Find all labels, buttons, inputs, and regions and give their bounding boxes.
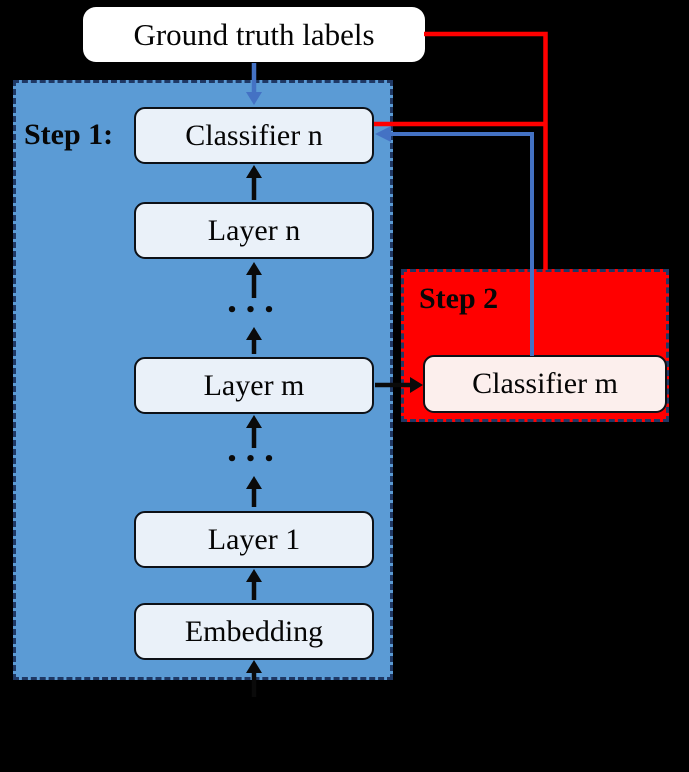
ellipsis-dots-lower: •••	[226, 449, 282, 470]
node-embedding: Embedding	[134, 603, 374, 660]
node-layer-m-label: Layer m	[203, 368, 305, 402]
node-classifier-n: Classifier n	[134, 107, 374, 164]
step1-label: Step 1:	[24, 118, 114, 151]
node-classifier-m: Classifier m	[423, 355, 667, 413]
node-layer-n-label: Layer n	[207, 213, 301, 247]
node-layer-m: Layer m	[134, 357, 374, 414]
ellipsis-dots-upper: •••	[226, 300, 282, 321]
node-layer-n: Layer n	[134, 202, 374, 259]
ground-truth-labels-box: Ground truth labels	[83, 7, 425, 62]
step2-label: Step 2	[419, 282, 499, 315]
node-layer-1: Layer 1	[134, 511, 374, 568]
node-layer-1-label: Layer 1	[207, 522, 301, 556]
ground-truth-labels-text: Ground truth labels	[133, 16, 375, 52]
node-classifier-m-label: Classifier m	[472, 367, 618, 400]
red-connector-ground-truth-to-step2	[374, 31, 548, 270]
node-classifier-n-label: Classifier n	[185, 118, 323, 152]
node-embedding-label: Embedding	[184, 614, 324, 648]
